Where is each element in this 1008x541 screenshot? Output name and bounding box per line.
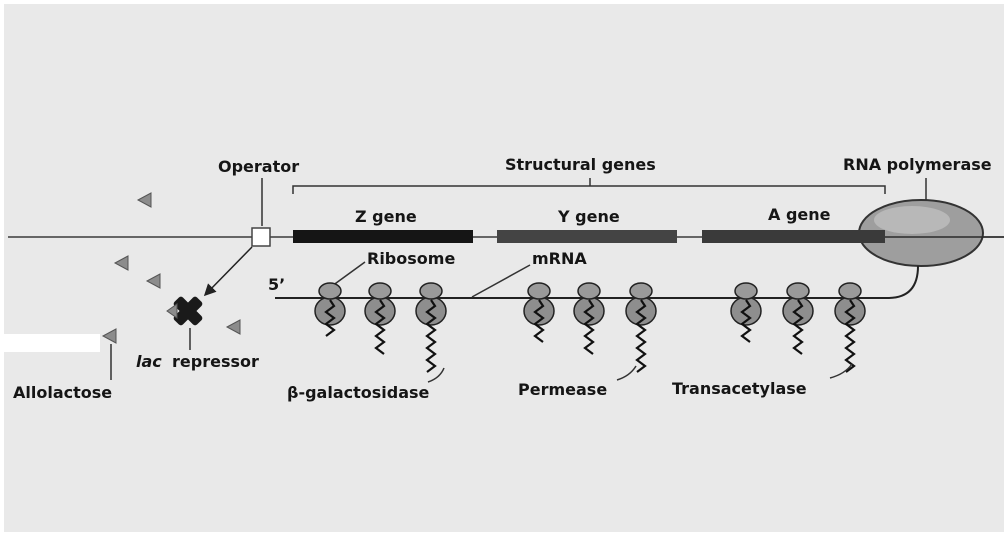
white-strip: [4, 334, 100, 352]
ribosome-icon: [573, 282, 605, 355]
background-panel: [4, 4, 1004, 532]
repressor-bound-inducer-icon: [166, 303, 178, 319]
allolactose-triangle-icon: [225, 319, 241, 335]
transacetylase-pointer: [829, 363, 853, 379]
ribosome-icon: [523, 282, 555, 343]
repressor-label: repressor: [172, 352, 259, 371]
ribosome-group: [314, 282, 866, 373]
protein-chain: [740, 299, 752, 343]
y-gene-label: Y gene: [557, 207, 620, 226]
mrna-label: mRNA: [532, 249, 587, 268]
a-gene-bar-overlap: [858, 230, 885, 243]
ribosome-icon: [834, 282, 866, 373]
operator-to-repressor-arrow: [203, 246, 253, 297]
ribosome-icon: [730, 282, 762, 343]
ribosome-icon: [314, 282, 346, 337]
protein-chain: [425, 299, 437, 373]
structural-genes-label: Structural genes: [505, 155, 656, 174]
operator-box: [251, 227, 271, 247]
y-gene-bar: [497, 230, 677, 243]
allolactose-cluster: [101, 192, 241, 344]
rna-polymerase-label: RNA polymerase: [843, 155, 992, 174]
transacetylase-label: Transacetylase: [672, 379, 807, 398]
permease-label: Permease: [518, 380, 607, 399]
allolactose-triangle-icon: [113, 255, 129, 271]
ribosome-icon: [415, 282, 447, 373]
allolactose-triangle-icon: [145, 273, 161, 289]
mrna-pointer: [471, 264, 531, 298]
beta-galactosidase-label: β-galactosidase: [287, 383, 430, 402]
allolactose-label: Allolactose: [13, 383, 112, 402]
a-gene-label: A gene: [768, 205, 831, 224]
protein-chain: [792, 299, 804, 355]
protein-chain: [635, 299, 647, 373]
allolactose-triangle-icon: [136, 192, 152, 208]
ribosome-pointer: [331, 261, 366, 287]
protein-chain: [583, 299, 595, 355]
permease-pointer: [616, 365, 637, 381]
allolactose-triangle-icon: [101, 328, 117, 344]
protein-chain: [844, 299, 856, 373]
rna-polymerase-highlight: [874, 206, 950, 234]
protein-chain: [533, 299, 545, 343]
five-prime-label: 5’: [268, 275, 285, 294]
z-gene-bar: [293, 230, 473, 243]
beta-galactosidase-pointer: [427, 367, 445, 383]
a-gene-bar: [702, 230, 885, 243]
lac-italic-label: lac: [136, 352, 162, 371]
structural-genes-bracket: [292, 178, 886, 194]
ribosome-icon: [625, 282, 657, 373]
protein-chain: [374, 299, 386, 355]
protein-chain: [324, 299, 336, 337]
z-gene-label: Z gene: [355, 207, 417, 226]
ribosome-icon: [782, 282, 814, 355]
mrna-strand: [275, 265, 919, 299]
repressor-x-icon: [173, 296, 203, 326]
ribosome-icon: [364, 282, 396, 355]
ribosome-label: Ribosome: [367, 249, 455, 268]
operator-label: Operator: [218, 157, 299, 176]
